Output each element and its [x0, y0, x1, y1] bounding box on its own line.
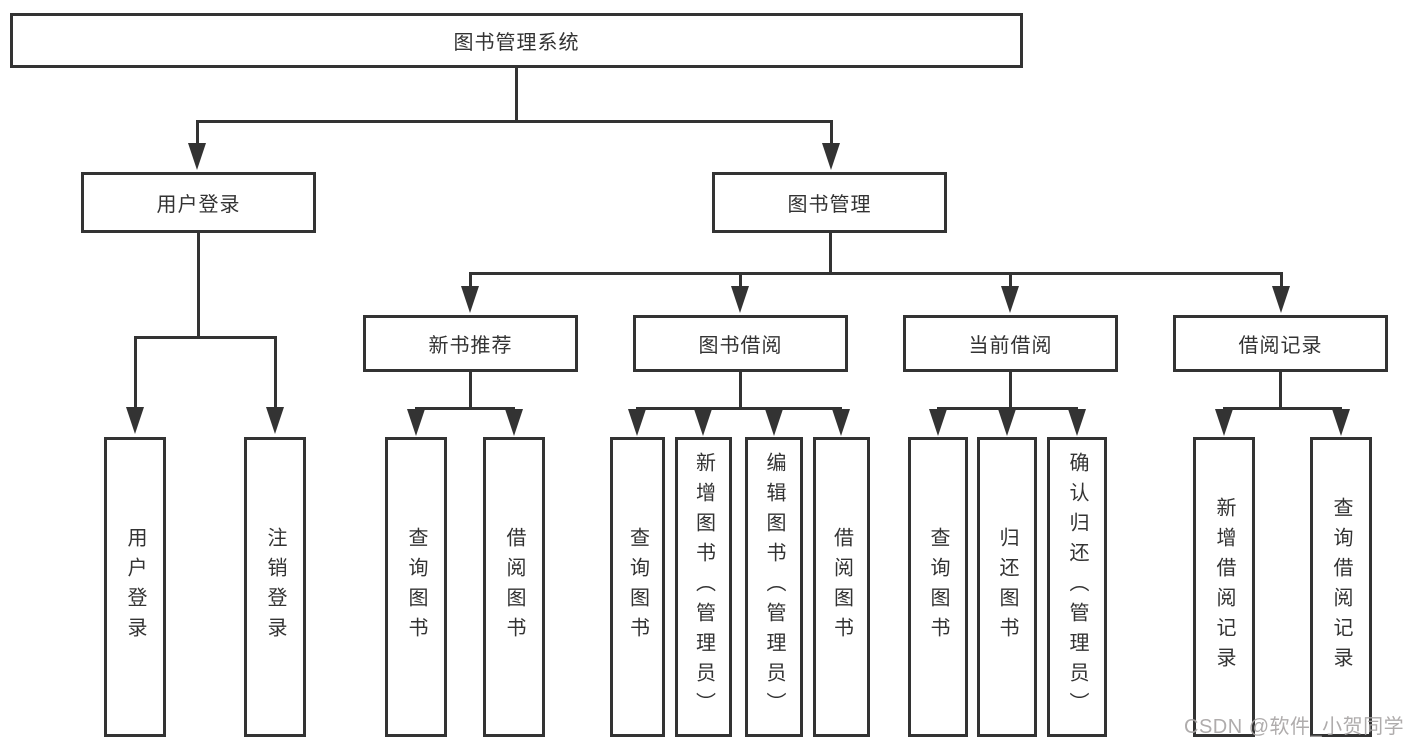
connector-bookmgmt-drop-2: [739, 272, 742, 290]
node-borrow-record: 借阅记录: [1173, 315, 1388, 372]
arrow-down-icon: [1215, 409, 1233, 436]
leaf-add-books-admin: 新增图书（管理员）: [675, 437, 732, 737]
leaf-query-books-borrow: 查询图书: [610, 437, 665, 737]
connector-userlogin-drop-1: [134, 336, 137, 411]
connector-borrow-bar: [636, 407, 842, 410]
node-user-login: 用户登录: [81, 172, 316, 233]
connector-userlogin-stem: [197, 233, 200, 336]
connector-userlogin-bar: [134, 336, 276, 339]
leaf-query-borrow-record: 查询借阅记录: [1310, 437, 1372, 737]
leaf-borrow-books-recommend: 借阅图书: [483, 437, 545, 737]
arrow-down-icon: [126, 407, 144, 434]
connector-bookmgmt-stem: [829, 233, 832, 272]
arrow-down-icon: [694, 409, 712, 436]
leaf-user-login: 用户登录: [104, 437, 166, 737]
connector-root-bar: [196, 120, 832, 123]
arrow-down-icon: [188, 143, 206, 170]
connector-record-stem: [1279, 372, 1282, 407]
arrow-down-icon: [266, 407, 284, 434]
connector-bookmgmt-drop-4: [1280, 272, 1283, 290]
arrow-down-icon: [505, 409, 523, 436]
connector-bookmgmt-drop-3: [1009, 272, 1012, 290]
leaf-add-borrow-record: 新增借阅记录: [1193, 437, 1255, 737]
connector-root-stem: [515, 68, 518, 120]
connector-bookmgmt-drop-1: [469, 272, 472, 290]
leaf-edit-books-admin: 编辑图书（管理员）: [745, 437, 803, 737]
connector-current-bar: [937, 407, 1078, 410]
arrow-down-icon: [1068, 409, 1086, 436]
arrow-down-icon: [822, 143, 840, 170]
arrow-down-icon: [998, 409, 1016, 436]
leaf-confirm-return-admin: 确认归还（管理员）: [1047, 437, 1107, 737]
arrow-down-icon: [461, 286, 479, 313]
leaf-query-books-recommend: 查询图书: [385, 437, 447, 737]
node-new-book-recommend: 新书推荐: [363, 315, 578, 372]
node-book-borrow: 图书借阅: [633, 315, 848, 372]
connector-borrow-stem: [739, 372, 742, 407]
node-root: 图书管理系统: [10, 13, 1023, 68]
connector-newbook-stem: [469, 372, 472, 407]
arrow-down-icon: [929, 409, 947, 436]
arrow-down-icon: [832, 409, 850, 436]
leaf-logout: 注销登录: [244, 437, 306, 737]
arrow-down-icon: [1272, 286, 1290, 313]
connector-record-bar: [1223, 407, 1342, 410]
node-book-management: 图书管理: [712, 172, 947, 233]
connector-newbook-bar: [415, 407, 515, 410]
arrow-down-icon: [628, 409, 646, 436]
arrow-down-icon: [1001, 286, 1019, 313]
connector-current-stem: [1009, 372, 1012, 407]
arrow-down-icon: [765, 409, 783, 436]
leaf-query-books-current: 查询图书: [908, 437, 968, 737]
arrow-down-icon: [407, 409, 425, 436]
csdn-watermark: CSDN @软件_小贺同学: [1184, 716, 1405, 738]
leaf-return-books: 归还图书: [977, 437, 1037, 737]
arrow-down-icon: [1332, 409, 1350, 436]
node-current-borrow: 当前借阅: [903, 315, 1118, 372]
arrow-down-icon: [731, 286, 749, 313]
connector-root-drop-left: [196, 120, 199, 148]
connector-userlogin-drop-2: [274, 336, 277, 411]
leaf-borrow-books: 借阅图书: [813, 437, 870, 737]
connector-root-drop-right: [830, 120, 833, 148]
connector-bookmgmt-bar: [469, 272, 1282, 275]
